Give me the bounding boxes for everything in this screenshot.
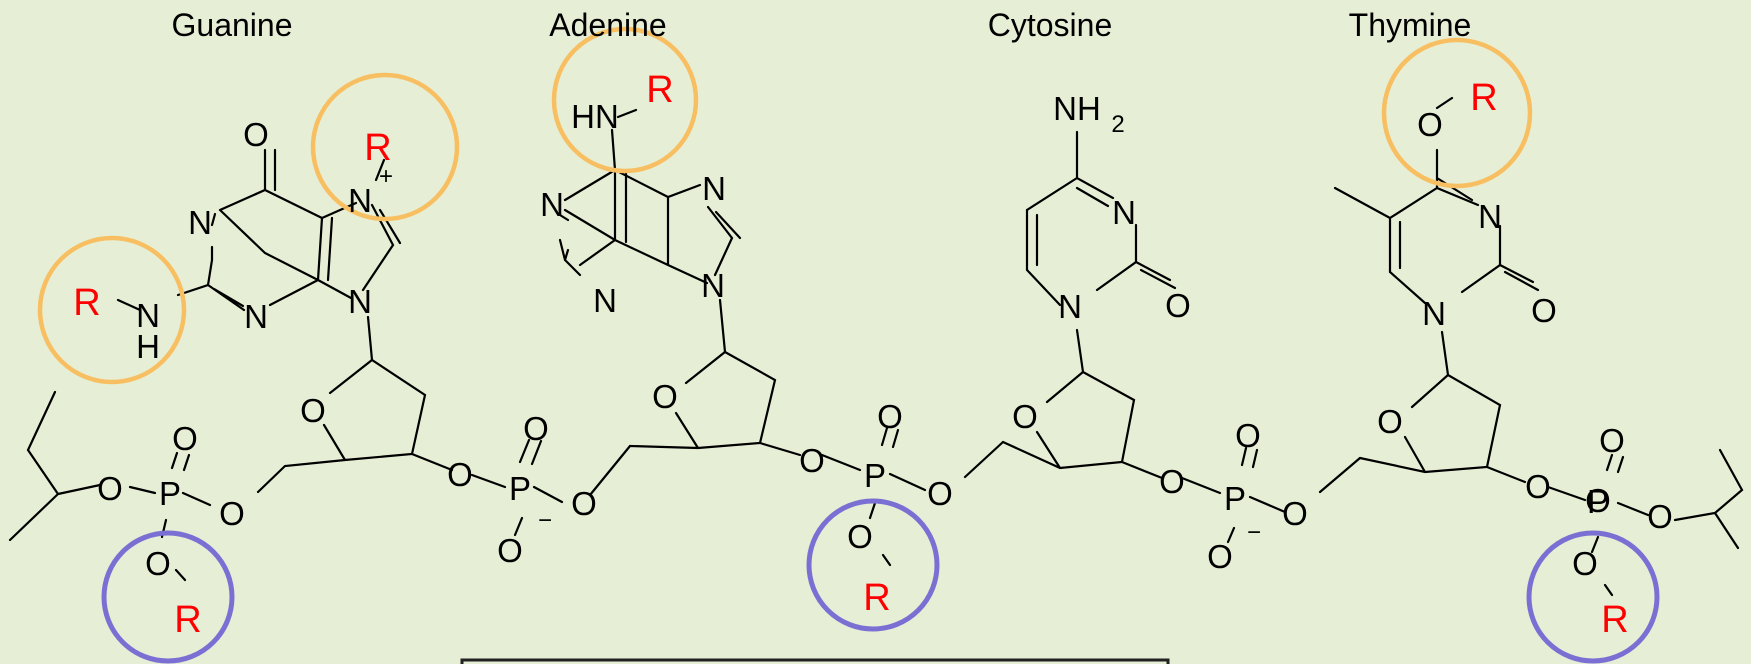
atom-o: O — [300, 392, 326, 429]
atom-o: O — [1647, 498, 1673, 535]
r-group: R — [364, 127, 391, 169]
atom-o: O — [497, 532, 523, 569]
atom-o: O — [927, 475, 953, 512]
base-labels: Guanine Adenine Cytosine Thymine — [172, 7, 1472, 43]
atom-o: O — [243, 116, 269, 153]
r-group: R — [646, 69, 673, 111]
atom-o: O — [1599, 422, 1625, 459]
caption-box — [460, 658, 1170, 664]
atom-o: O — [97, 470, 123, 507]
atom-n: N — [348, 182, 372, 219]
phosphate-1-highlight-circle — [101, 530, 235, 664]
atom-o: O — [447, 456, 473, 493]
atom-n: N — [1112, 194, 1136, 231]
r-group: R — [174, 599, 201, 641]
atom-hn: HN — [571, 98, 619, 135]
atom-n: N — [702, 170, 726, 207]
atom-h: H — [136, 328, 160, 365]
guanine-n2-highlight-circle — [37, 235, 187, 385]
thymine-base-bonds — [1333, 96, 1540, 377]
atom-o: O — [172, 420, 198, 457]
guanine-base-bonds — [176, 148, 402, 362]
atom-p: P — [1587, 483, 1609, 520]
phosphate-2-bonds — [470, 438, 632, 537]
atom-o: O — [523, 410, 549, 447]
label-thymine: Thymine — [1349, 7, 1472, 43]
r-group: R — [863, 577, 890, 619]
atom-o: O — [1525, 468, 1551, 505]
left-terminal-chain — [8, 390, 102, 542]
guanine-n7-highlight-circle — [310, 72, 460, 222]
charge-minus: − — [1247, 519, 1261, 546]
atom-o: O — [877, 398, 903, 435]
atom-n: N — [1478, 198, 1502, 235]
thymine-sugar-bonds — [1358, 373, 1527, 484]
guanine-phosphate-bonds — [128, 451, 212, 582]
atom-o: O — [1531, 292, 1557, 329]
cytosine-base-bonds — [1025, 130, 1177, 374]
atom-o: O — [1417, 106, 1443, 143]
phosphate-4-bonds — [1180, 446, 1362, 544]
phosphate-3-bonds — [820, 426, 1005, 567]
atom-o: O — [219, 495, 245, 532]
atom-o: O — [571, 485, 597, 522]
atom-n: N — [540, 186, 564, 223]
adenine-sugar-bonds — [628, 350, 802, 457]
phosphate-3-highlight-circle — [806, 498, 940, 632]
atom-o: O — [1585, 482, 1611, 519]
atom-o: O — [1207, 538, 1233, 575]
atom-o: O — [652, 378, 678, 415]
charge-plus: + — [379, 163, 393, 190]
atom-o: O — [799, 442, 825, 479]
highlight-circles — [37, 26, 1660, 664]
label-adenine: Adenine — [549, 7, 666, 43]
r-group: R — [1470, 77, 1497, 119]
adenine-n6-highlight-circle — [551, 26, 699, 174]
cytosine-sugar-bonds — [1001, 370, 1164, 480]
adenine-base-bonds — [558, 108, 742, 354]
atom-o: O — [1377, 403, 1403, 440]
r-group: R — [73, 282, 100, 324]
atom-o: O — [145, 545, 171, 582]
atom-p: P — [1224, 480, 1246, 517]
r-group: R — [1601, 599, 1628, 641]
atom-o: O — [1572, 545, 1598, 582]
atom-p: P — [159, 475, 181, 512]
atom-o: O — [1282, 495, 1308, 532]
atom-o: O — [1159, 463, 1185, 500]
atom-n: N — [593, 282, 617, 319]
bond-lines — [8, 96, 1744, 597]
atom-o: O — [1165, 287, 1191, 324]
guanine-sugar-bonds — [256, 358, 454, 494]
atom-n: N — [1058, 288, 1082, 325]
atom-n: N — [188, 204, 212, 241]
atom-o: O — [1235, 417, 1261, 454]
atom-n: N — [1422, 295, 1446, 332]
charge-minus: − — [538, 507, 552, 534]
phosphate-5-highlight-circle — [1526, 530, 1660, 664]
label-cytosine: Cytosine — [988, 7, 1113, 43]
atom-n: N — [244, 298, 268, 335]
atom-o: O — [847, 518, 873, 555]
atom-p: P — [864, 457, 886, 494]
thymine-o4-highlight-circle — [1381, 37, 1533, 189]
atom-nh: NH — [1053, 90, 1101, 127]
phosphate-5-bonds — [1546, 448, 1744, 597]
atom-n: N — [701, 267, 725, 304]
guanine-nh-r-bonds — [116, 298, 142, 312]
atom-n: N — [348, 283, 372, 320]
atom-p: P — [509, 470, 531, 507]
atom-n: N — [136, 297, 160, 334]
atom-labels: O P O O O R O O N N + R O N N N H R P O … — [73, 69, 1673, 641]
label-guanine: Guanine — [172, 7, 293, 43]
subscript-2: 2 — [1111, 111, 1124, 138]
atom-o: O — [1012, 398, 1038, 435]
